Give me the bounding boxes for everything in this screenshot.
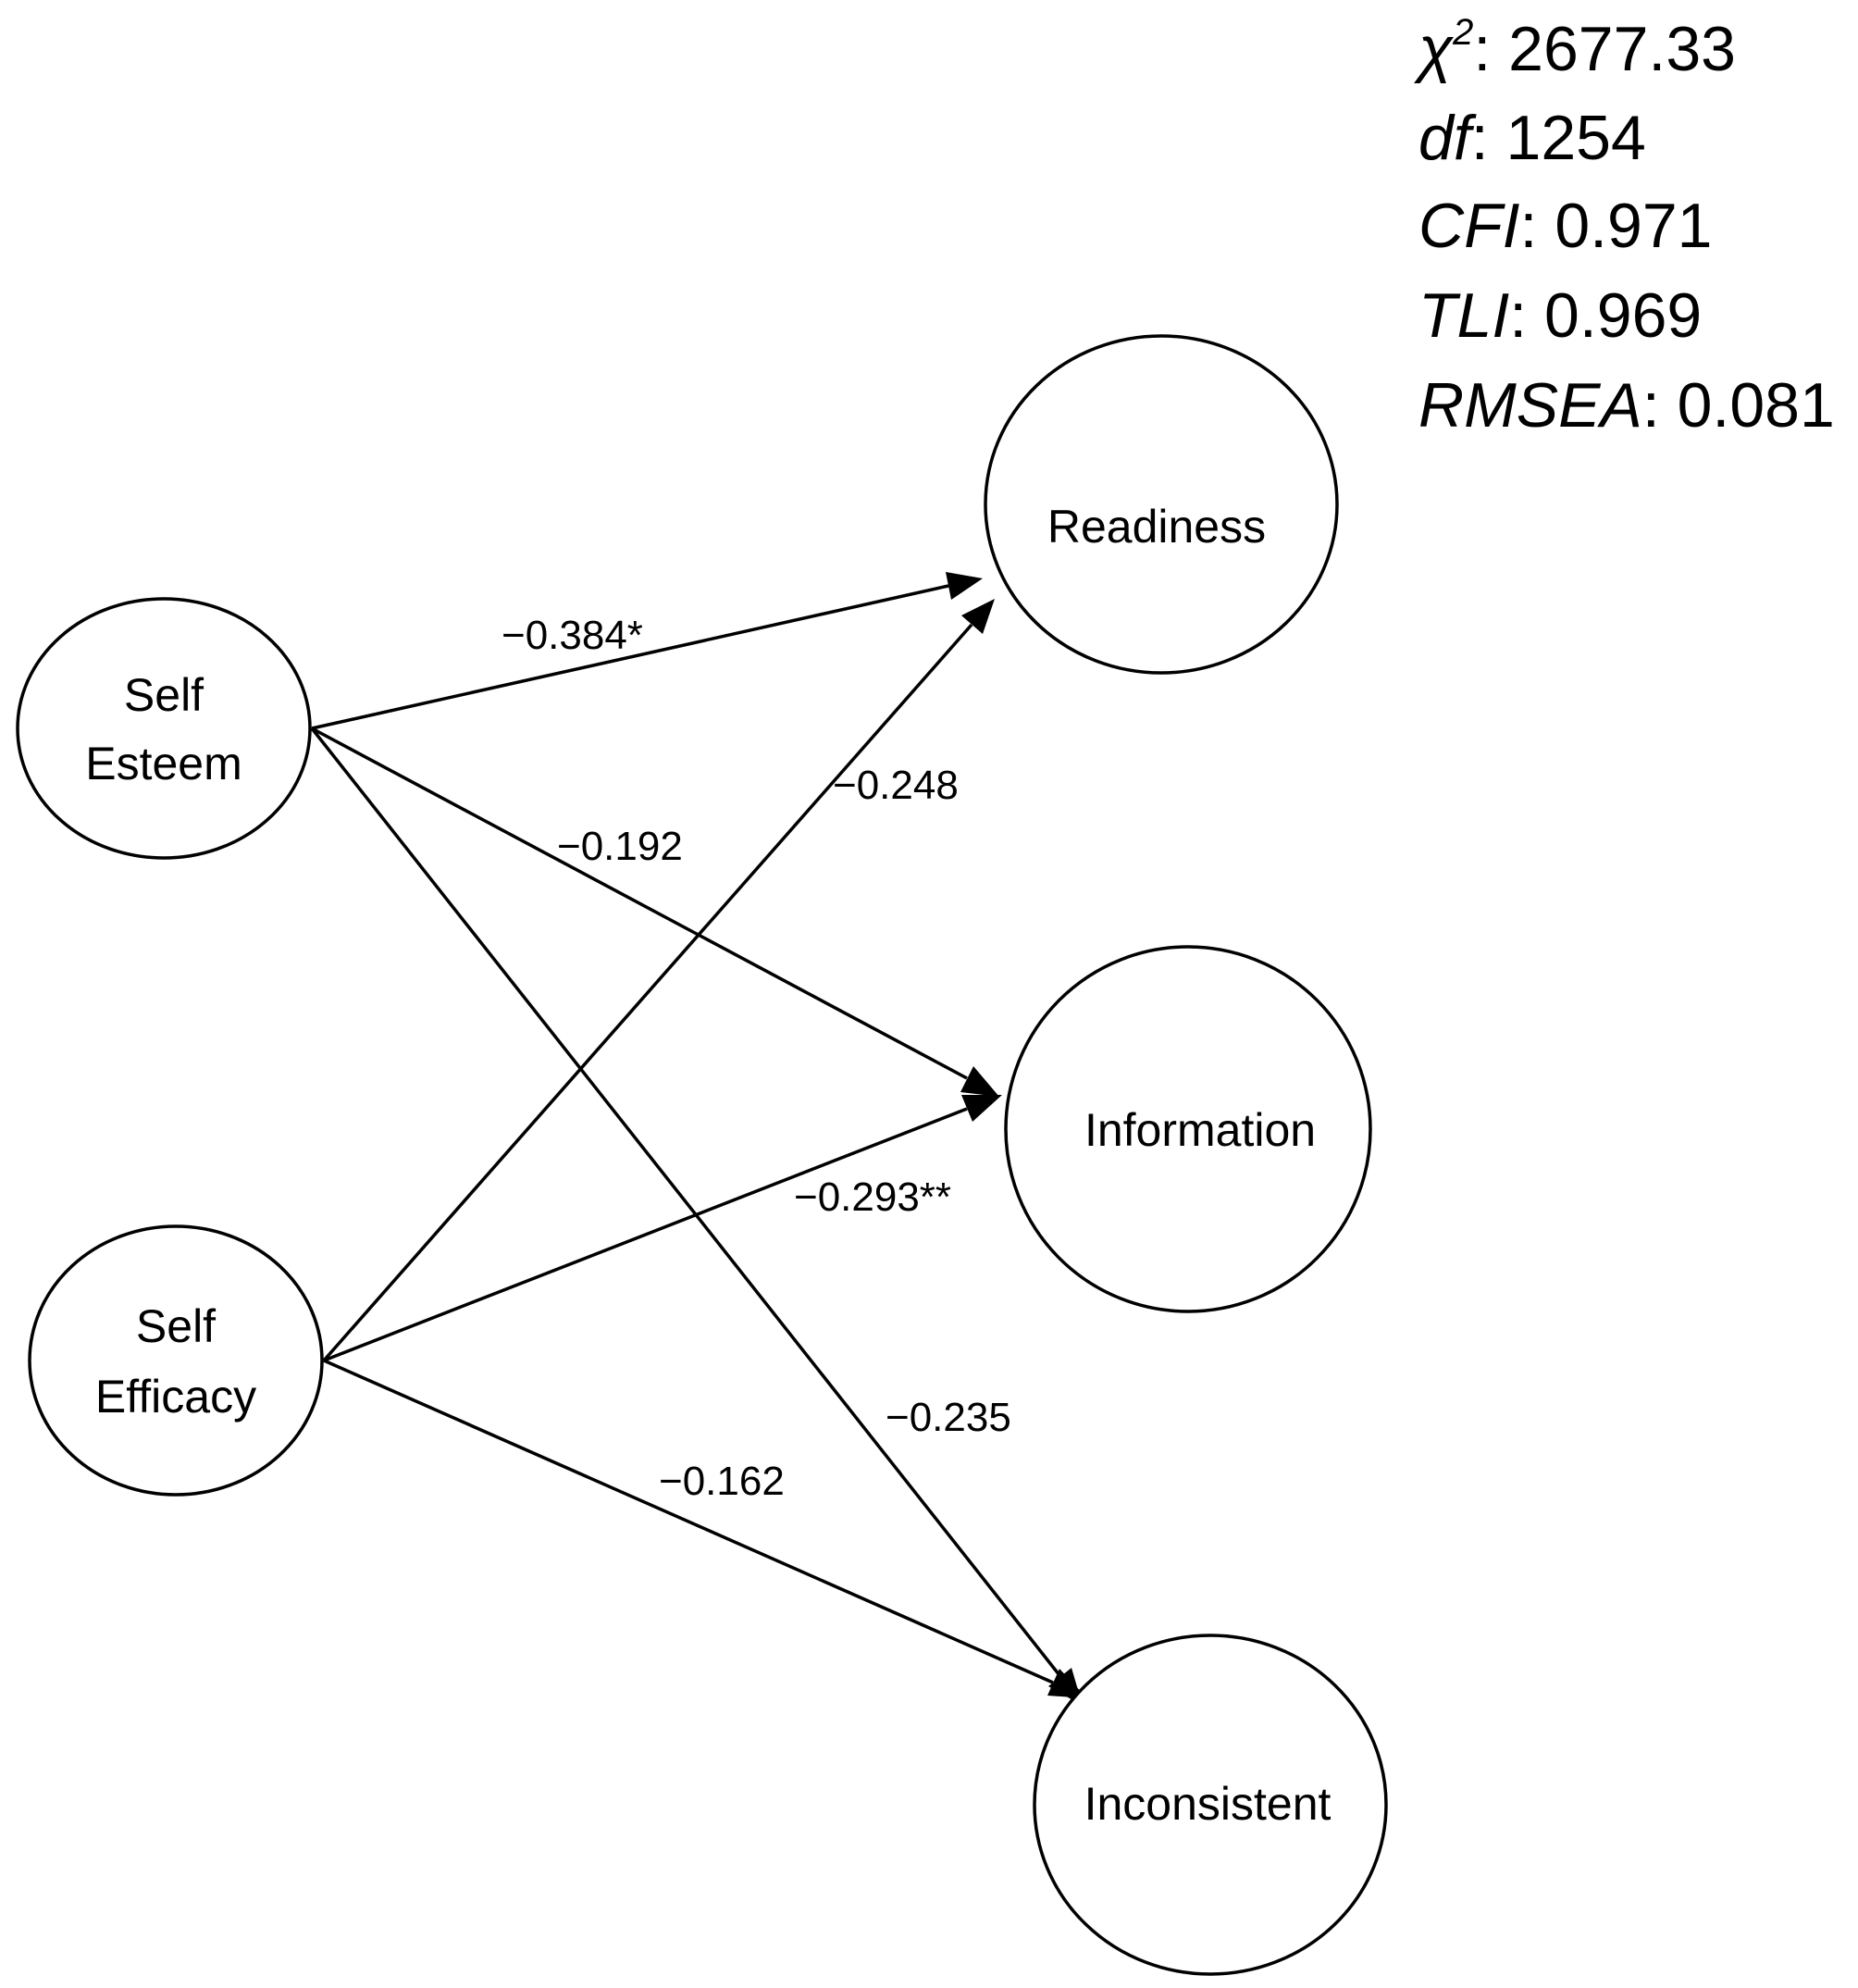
node-self-efficacy-label-line1: Self	[136, 1300, 216, 1352]
path-efficacy-information-arrowhead	[961, 1095, 1002, 1122]
path-efficacy-readiness-line	[322, 623, 973, 1362]
fit-df-value: : 1254	[1471, 103, 1646, 173]
node-information-label: Information	[1084, 1104, 1316, 1156]
path-efficacy-readiness-arrowhead	[961, 599, 995, 634]
node-inconsistent-label: Inconsistent	[1084, 1778, 1332, 1830]
node-readiness-ellipse	[984, 334, 1339, 675]
coef-efficacy-readiness: −0.248	[833, 763, 959, 808]
fit-cfi: CFI: 0.971	[1418, 191, 1713, 261]
fit-tli: TLI: 0.969	[1418, 280, 1702, 351]
node-readiness: Readiness	[984, 334, 1339, 675]
coef-esteem-readiness: −0.384*	[502, 613, 643, 658]
node-self-esteem: Self Esteem	[16, 597, 312, 860]
node-self-esteem-label-line2: Esteem	[85, 738, 242, 789]
fit-tli-value: : 0.969	[1509, 280, 1702, 351]
model-fit-statistics: χ2: 2677.33 df: 1254 CFI: 0.971 TLI: 0.9…	[1414, 12, 1835, 441]
paths	[310, 572, 1087, 1706]
fit-df-name: df	[1418, 103, 1477, 173]
fit-chi-square-value: : 2677.33	[1473, 14, 1736, 84]
path-efficacy-information-line	[323, 1107, 968, 1362]
node-self-esteem-label-line1: Self	[124, 669, 204, 721]
fit-df: df: 1254	[1418, 103, 1646, 173]
coef-efficacy-information: −0.293**	[794, 1174, 951, 1220]
fit-chi-square: χ2: 2677.33	[1414, 12, 1736, 84]
node-information-ellipse	[1004, 945, 1372, 1313]
path-esteem-readiness-arrowhead	[946, 572, 983, 600]
node-self-esteem-ellipse	[16, 597, 312, 860]
fit-rmsea: RMSEA: 0.081	[1418, 370, 1835, 441]
node-information: Information	[1004, 945, 1372, 1313]
node-self-efficacy-ellipse	[28, 1224, 324, 1497]
fit-cfi-name: CFI	[1418, 191, 1520, 261]
path-esteem-readiness-line	[311, 584, 949, 730]
path-esteem-information-line	[311, 727, 968, 1080]
node-inconsistent-ellipse	[1033, 1634, 1388, 1976]
node-inconsistent: Inconsistent	[1033, 1634, 1388, 1976]
node-self-efficacy: Self Efficacy	[28, 1224, 324, 1497]
fit-rmsea-name: RMSEA	[1418, 370, 1642, 441]
fit-chi-square-name: χ	[1414, 14, 1455, 84]
coef-esteem-inconsistent: −0.235	[886, 1395, 1011, 1440]
fit-cfi-value: : 0.971	[1520, 191, 1713, 261]
fit-tli-name: TLI	[1418, 280, 1509, 351]
node-self-efficacy-label-line2: Efficacy	[95, 1371, 256, 1423]
fit-chi-square-superscript: 2	[1452, 12, 1473, 53]
path-esteem-information-arrowhead	[960, 1066, 999, 1097]
coefficient-labels: −0.384* −0.248 −0.192 −0.293** −0.235 −0…	[502, 613, 1011, 1504]
coef-efficacy-inconsistent: −0.162	[659, 1459, 785, 1504]
coef-esteem-information: −0.192	[557, 824, 683, 869]
fit-rmsea-value: : 0.081	[1642, 370, 1835, 441]
node-readiness-label: Readiness	[1047, 501, 1266, 553]
path-efficacy-inconsistent-line	[323, 1359, 1054, 1684]
path-efficacy-inconsistent-arrowhead	[1047, 1669, 1087, 1698]
path-esteem-inconsistent-line	[310, 727, 1061, 1677]
